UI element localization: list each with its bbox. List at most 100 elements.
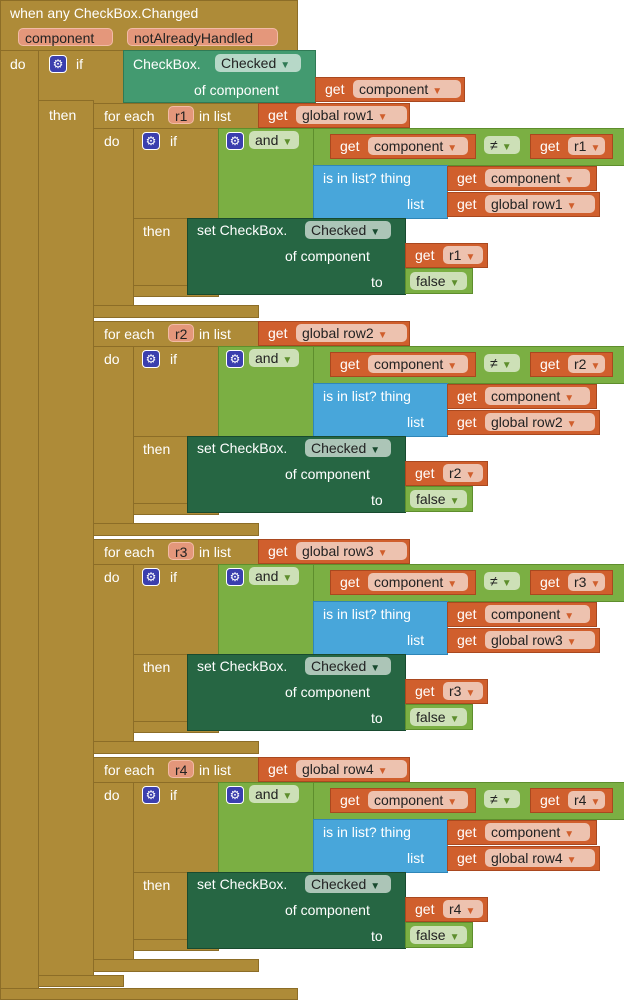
is-in-list-thing-label: is in list? thing [323,606,411,622]
false-dropdown[interactable]: false▼ [410,926,467,944]
mutator-gear-icon[interactable]: ⚙ [226,350,244,368]
outer-if-label: if [76,56,83,72]
is-in-list-block-r2[interactable] [313,383,448,437]
false-dropdown-value: false [416,927,446,943]
get-list-block-r1-var-dropdown[interactable]: global row1▼ [296,106,407,124]
mutator-gear-icon[interactable]: ⚙ [49,55,67,73]
for-each-label: for each [104,108,155,124]
get-list-block-r1-var-dropdown-value: global row1 [302,107,374,123]
false-dropdown[interactable]: false▼ [410,708,467,726]
and-op-dropdown[interactable]: and▼ [249,131,299,149]
dropdown-arrow-icon: ▼ [564,829,575,840]
get-component-thing-var-dropdown[interactable]: component▼ [485,605,590,623]
get-component-compare-label: get [340,574,360,590]
dropdown-arrow-icon: ▼ [465,470,476,481]
get-list-list-r3-var-dropdown[interactable]: global row3▼ [485,631,595,649]
dropdown-arrow-icon: ▼ [590,797,601,808]
get-component-compare-var-dropdown[interactable]: component▼ [368,137,468,155]
get-component-compare-var-dropdown[interactable]: component▼ [368,355,468,373]
inner-if-label: if [170,351,177,367]
for-each-do-arm-r4 [93,782,134,960]
get-component-thing-label: get [457,824,477,840]
set-property-dropdown-value: Checked [311,876,367,892]
for-each-footer-r1 [93,305,259,318]
get-component-thing-label: get [457,170,477,186]
mutator-gear-icon[interactable]: ⚙ [226,568,244,586]
getter-property-dropdown[interactable]: Checked▼ [215,54,301,72]
dropdown-arrow-icon: ▼ [564,393,575,404]
get-component-thing-var-dropdown-value: component [491,170,561,186]
loop-var-r3-value: r3 [175,544,188,560]
get-loopvar-compare-r1-var-dropdown[interactable]: r1▼ [568,137,605,155]
is-in-list-block-r3[interactable] [313,601,448,655]
dropdown-arrow-icon: ▼ [590,143,601,154]
dropdown-arrow-icon: ▼ [566,637,577,648]
compare-op-dropdown[interactable]: ≠▼ [484,354,520,372]
get-loopvar-compare-r2-var-dropdown[interactable]: r2▼ [568,355,605,373]
get-list-block-r4-var-dropdown[interactable]: global row4▼ [296,760,407,778]
event-block-do-arm [0,50,39,990]
param-component[interactable]: component [18,28,113,46]
param-notAlreadyHandled[interactable]: notAlreadyHandled [127,28,278,46]
mutator-gear-icon[interactable]: ⚙ [142,350,160,368]
loop-var-r2[interactable]: r2 [168,324,194,342]
mutator-gear-icon[interactable]: ⚙ [142,568,160,586]
mutator-gear-icon[interactable]: ⚙ [226,786,244,804]
loop-var-r3[interactable]: r3 [168,542,194,560]
dropdown-arrow-icon: ▼ [377,548,388,559]
get-loopvar-set-r4-var-dropdown[interactable]: r4▼ [443,900,483,918]
get-loopvar-compare-r3-var-dropdown[interactable]: r3▼ [568,573,605,591]
inner-if-label: if [170,569,177,585]
false-dropdown[interactable]: false▼ [410,272,467,290]
get-loopvar-compare-r4-var-dropdown-value: r4 [574,792,587,808]
inner-if-then-arm-r2 [133,436,188,514]
inner-if-label: if [170,133,177,149]
get-list-list-r2-var-dropdown[interactable]: global row2▼ [485,413,595,431]
loop-var-r4[interactable]: r4 [168,760,194,778]
compare-op-dropdown[interactable]: ≠▼ [484,136,520,154]
mutator-gear-icon[interactable]: ⚙ [142,132,160,150]
get-component-thing-var-dropdown[interactable]: component▼ [485,169,590,187]
and-op-dropdown[interactable]: and▼ [249,785,299,803]
false-dropdown[interactable]: false▼ [410,490,467,508]
set-property-dropdown[interactable]: Checked▼ [305,221,391,239]
for-each-do-arm-r3 [93,564,134,742]
false-dropdown-value: false [416,273,446,289]
and-op-dropdown-value: and [255,786,279,802]
set-property-dropdown[interactable]: Checked▼ [305,875,391,893]
dropdown-arrow-icon: ▼ [564,611,575,622]
is-in-list-block-r1[interactable] [313,165,448,219]
in-list-label: in list [199,762,231,778]
dropdown-arrow-icon: ▼ [370,227,381,238]
mutator-gear-icon[interactable]: ⚙ [142,786,160,804]
get-loopvar-compare-r4-var-dropdown[interactable]: r4▼ [568,791,605,809]
in-list-label: in list [199,326,231,342]
get-loopvar-compare-r3-var-dropdown-value: r3 [574,574,587,590]
get-list-block-r2-var-dropdown[interactable]: global row2▼ [296,324,407,342]
get-list-list-r4-var-dropdown[interactable]: global row4▼ [485,849,595,867]
get-component-compare-var-dropdown[interactable]: component▼ [368,791,468,809]
and-op-dropdown[interactable]: and▼ [249,349,299,367]
get-loopvar-set-r1-var-dropdown[interactable]: r1▼ [443,246,483,264]
get-list-list-r3-label: get [457,632,477,648]
compare-op-dropdown[interactable]: ≠▼ [484,572,520,590]
set-property-dropdown[interactable]: Checked▼ [305,657,391,675]
set-property-dropdown[interactable]: Checked▼ [305,439,391,457]
get-component-compare-var-dropdown[interactable]: component▼ [368,573,468,591]
and-op-dropdown[interactable]: and▼ [249,567,299,585]
get-loopvar-set-r2-var-dropdown[interactable]: r2▼ [443,464,483,482]
get-loopvar-set-r2-var-dropdown-value: r2 [449,465,462,481]
mutator-gear-icon[interactable]: ⚙ [226,132,244,150]
loop-var-r4-value: r4 [175,762,188,778]
get-loopvar-set-r3-var-dropdown[interactable]: r3▼ [443,682,483,700]
get-list-block-r3-var-dropdown[interactable]: global row3▼ [296,542,407,560]
get-component-block-var-dropdown[interactable]: component▼ [353,80,461,98]
loop-var-r1[interactable]: r1 [168,106,194,124]
get-list-list-r1-var-dropdown[interactable]: global row1▼ [485,195,595,213]
false-dropdown-value: false [416,709,446,725]
compare-op-dropdown[interactable]: ≠▼ [484,790,520,808]
inner-then-label: then [143,877,171,893]
get-component-thing-var-dropdown[interactable]: component▼ [485,823,590,841]
get-component-thing-var-dropdown[interactable]: component▼ [485,387,590,405]
getter-prefix: CheckBox. [133,56,201,72]
